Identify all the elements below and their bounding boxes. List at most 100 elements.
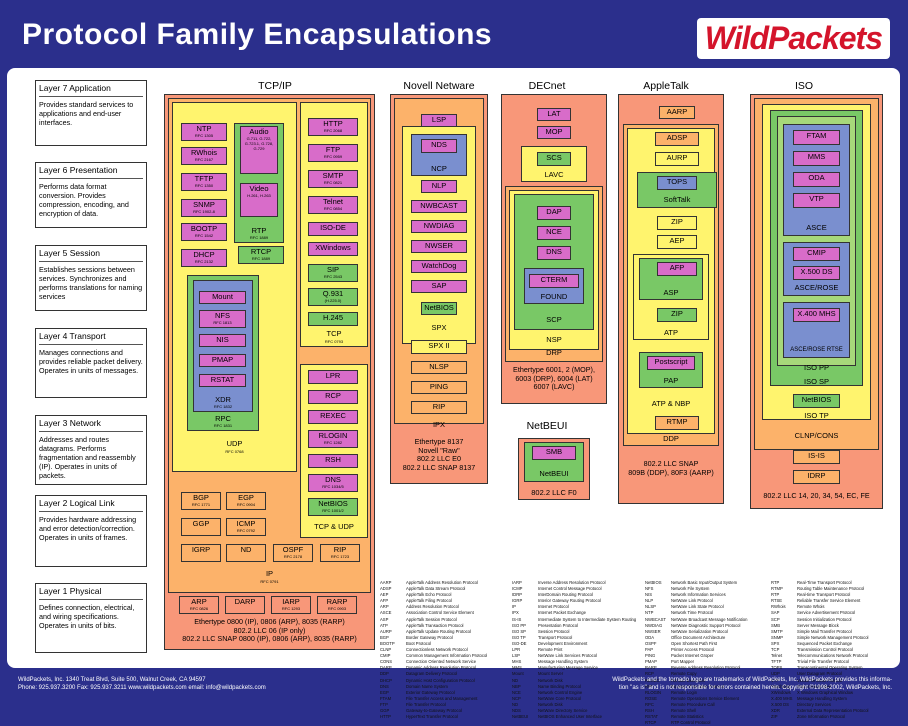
abbr-term: XWindows (771, 689, 791, 695)
abbr-definition: Name Binding Protocol (538, 683, 581, 689)
abbr-definition: Transport Protocol (538, 634, 573, 640)
postscript-box: Postscript (647, 356, 695, 370)
abbr-definition: AppleTalk Update Routing Protocol (406, 628, 471, 634)
ggp-box: GGP (181, 518, 221, 536)
cmip-box: CMIP (793, 247, 840, 261)
abbr-term: RWhois (771, 604, 786, 610)
abbr-term: AARP (380, 580, 392, 585)
nd-box: ND (226, 544, 266, 562)
nlsp-box: NLSP (411, 361, 467, 374)
spx2-box: SPX II (411, 340, 467, 354)
cterm-box: CTERM (529, 274, 579, 288)
abbr-definition: Routing Table Maintenance Protocol (797, 586, 865, 592)
abbr-term: NLP (645, 598, 654, 604)
abbr-definition: Simple Network Management Protocol (797, 634, 869, 640)
watchdog-box: WatchDog (411, 260, 467, 273)
abbr-term: ICMP (512, 586, 523, 592)
nwdiag-box: NWDIAG (411, 220, 467, 233)
abbr-term: ISO PP (512, 622, 526, 628)
abbr-term: IS-IS (512, 616, 522, 622)
abbr-row: AURP AppleTalk Update Routing Protocol (380, 629, 487, 635)
abbr-definition: AppleTalk Session Protocol (406, 616, 457, 622)
abbr-definition: X Windows Graphical Window (797, 689, 854, 695)
footer-copyright: WildPackets and the tornado logo are tra… (612, 677, 892, 691)
abbr-definition: Manufacturing Message Service (538, 665, 598, 671)
abbr-definition: Presentation Protocol (538, 622, 579, 628)
abbr-term: VTP (771, 677, 780, 683)
abbr-definition: Remote Whois (797, 604, 825, 610)
abbr-definition: Port Mapper (671, 659, 695, 665)
abbr-definition: Open Shortest Path First (671, 640, 718, 646)
abbr-term: Mount (512, 671, 524, 677)
abbr-term: HTTP (380, 714, 391, 720)
wildpackets-logo: WildPackets (696, 18, 890, 59)
scs-box: SCS (537, 152, 571, 166)
abbr-term: EGP (380, 689, 389, 695)
abbr-definition: Routing Information Protocol (671, 683, 725, 689)
mms-box: MMS (793, 151, 840, 166)
nsp-label: NSP (546, 335, 562, 344)
abbr-term: NBP (512, 683, 521, 689)
abbr-term: ISO TP (512, 634, 526, 640)
tcpudp-label: TCP & UDP (314, 522, 354, 531)
tops-box: TOPS (657, 176, 697, 190)
abbr-term: IP (512, 604, 516, 610)
mop-box: MOP (537, 126, 571, 139)
abbr-term: NetBIOS (645, 580, 662, 585)
abbr-term: IARP (512, 580, 522, 585)
abbr-term: IDRP (512, 592, 523, 598)
atpnbp-label: ATP & NBP (651, 399, 691, 408)
sap-box: SAP (411, 280, 467, 293)
nce-box: NCE (537, 226, 571, 240)
abbr-term: CONS (380, 659, 393, 665)
abbr-term: IGRP (512, 598, 523, 604)
isopp-label: ISO PP (803, 363, 829, 372)
abbr-row: IARP Inverse Address Resolution Protocol (512, 580, 636, 586)
abbr-definition: Session Initialization Protocol (797, 616, 852, 622)
abbr-definition: Connectionless Network Protocol (406, 647, 468, 653)
column-title-decnet: DECnet (528, 80, 566, 92)
page-title: Protocol Family Encapsulations (22, 18, 493, 51)
abbr-definition: Zone Information Protocol (797, 714, 846, 720)
abbr-definition: Inverse Address Resolution Protocol (538, 580, 606, 585)
abbr-term: AURP (380, 628, 392, 634)
abbr-definition: Trivial File Transfer Protocol (797, 659, 849, 665)
abbr-term: TOPS (771, 665, 783, 671)
isode-box: ISO-DE (308, 222, 358, 236)
igrp-box: IGRP (181, 544, 221, 562)
abbr-definition: Address Resolution Protocol (406, 604, 459, 610)
